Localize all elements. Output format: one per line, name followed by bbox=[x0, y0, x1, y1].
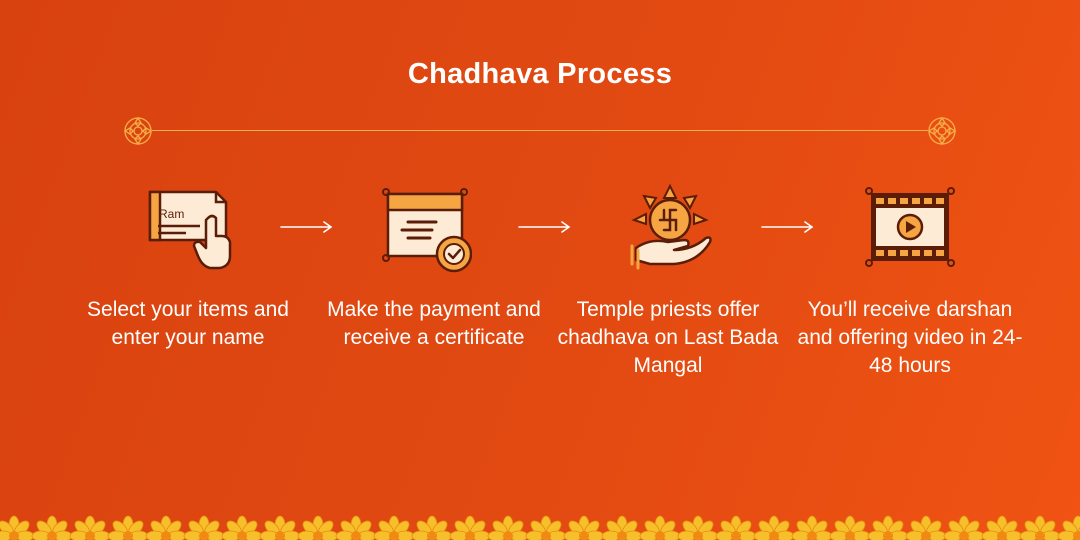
marigold-flower-icon bbox=[373, 515, 415, 540]
marigold-flower-icon bbox=[335, 515, 377, 540]
marigold-flower-icon bbox=[69, 515, 111, 540]
marigold-flower-icon bbox=[677, 515, 719, 540]
step-arrow-2 bbox=[517, 219, 573, 235]
page-title: Chadhava Process bbox=[407, 58, 673, 90]
marigold-flower-icon bbox=[715, 515, 757, 540]
video-film-icon bbox=[865, 187, 955, 267]
marigold-flower-icon bbox=[297, 515, 339, 540]
step-3-text: Temple priests offer chadhava on Last Ba… bbox=[557, 298, 779, 377]
step-2-text: Make the payment and receive a certifica… bbox=[327, 298, 541, 349]
marigold-flower-icon bbox=[943, 515, 985, 540]
marigold-border bbox=[0, 515, 1080, 540]
marigold-flower-icon bbox=[145, 515, 187, 540]
marigold-flower-icon bbox=[221, 515, 263, 540]
marigold-flower-icon bbox=[411, 515, 453, 540]
marigold-flower-icon bbox=[31, 515, 73, 540]
marigold-flower-icon bbox=[0, 515, 35, 540]
marigold-flower-icon bbox=[867, 515, 909, 540]
mandala-left-icon bbox=[123, 116, 153, 146]
marigold-flower-icon bbox=[563, 515, 605, 540]
marigold-flower-icon bbox=[107, 515, 149, 540]
certificate-badge-icon bbox=[382, 188, 472, 273]
marigold-flower-icon bbox=[791, 515, 833, 540]
step-4-text: You’ll receive darshan and offering vide… bbox=[797, 298, 1023, 377]
marigold-flower-icon bbox=[259, 515, 301, 540]
marigold-flower-icon bbox=[1019, 515, 1061, 540]
marigold-flower-icon bbox=[525, 515, 567, 540]
marigold-flower-icon bbox=[639, 515, 681, 540]
marigold-flower-icon bbox=[183, 515, 225, 540]
marigold-flower-icon bbox=[981, 515, 1023, 540]
marigold-flower-icon bbox=[1057, 515, 1080, 540]
marigold-flower-icon bbox=[829, 515, 871, 540]
step-1-text: Select your items and enter your name bbox=[87, 298, 289, 349]
title-divider bbox=[152, 130, 928, 131]
step-arrow-3 bbox=[760, 219, 816, 235]
marigold-flower-icon bbox=[449, 515, 491, 540]
marigold-flower-icon bbox=[601, 515, 643, 540]
mandala-right-icon bbox=[927, 116, 957, 146]
name-slip-hand-icon: Ram bbox=[148, 190, 232, 270]
marigold-flower-icon bbox=[905, 515, 947, 540]
step-arrow-1 bbox=[279, 219, 335, 235]
marigold-flower-icon bbox=[753, 515, 795, 540]
temple-offering-hand-icon bbox=[630, 184, 712, 270]
marigold-flower-icon bbox=[487, 515, 529, 540]
slip-name-text: Ram bbox=[159, 207, 184, 221]
